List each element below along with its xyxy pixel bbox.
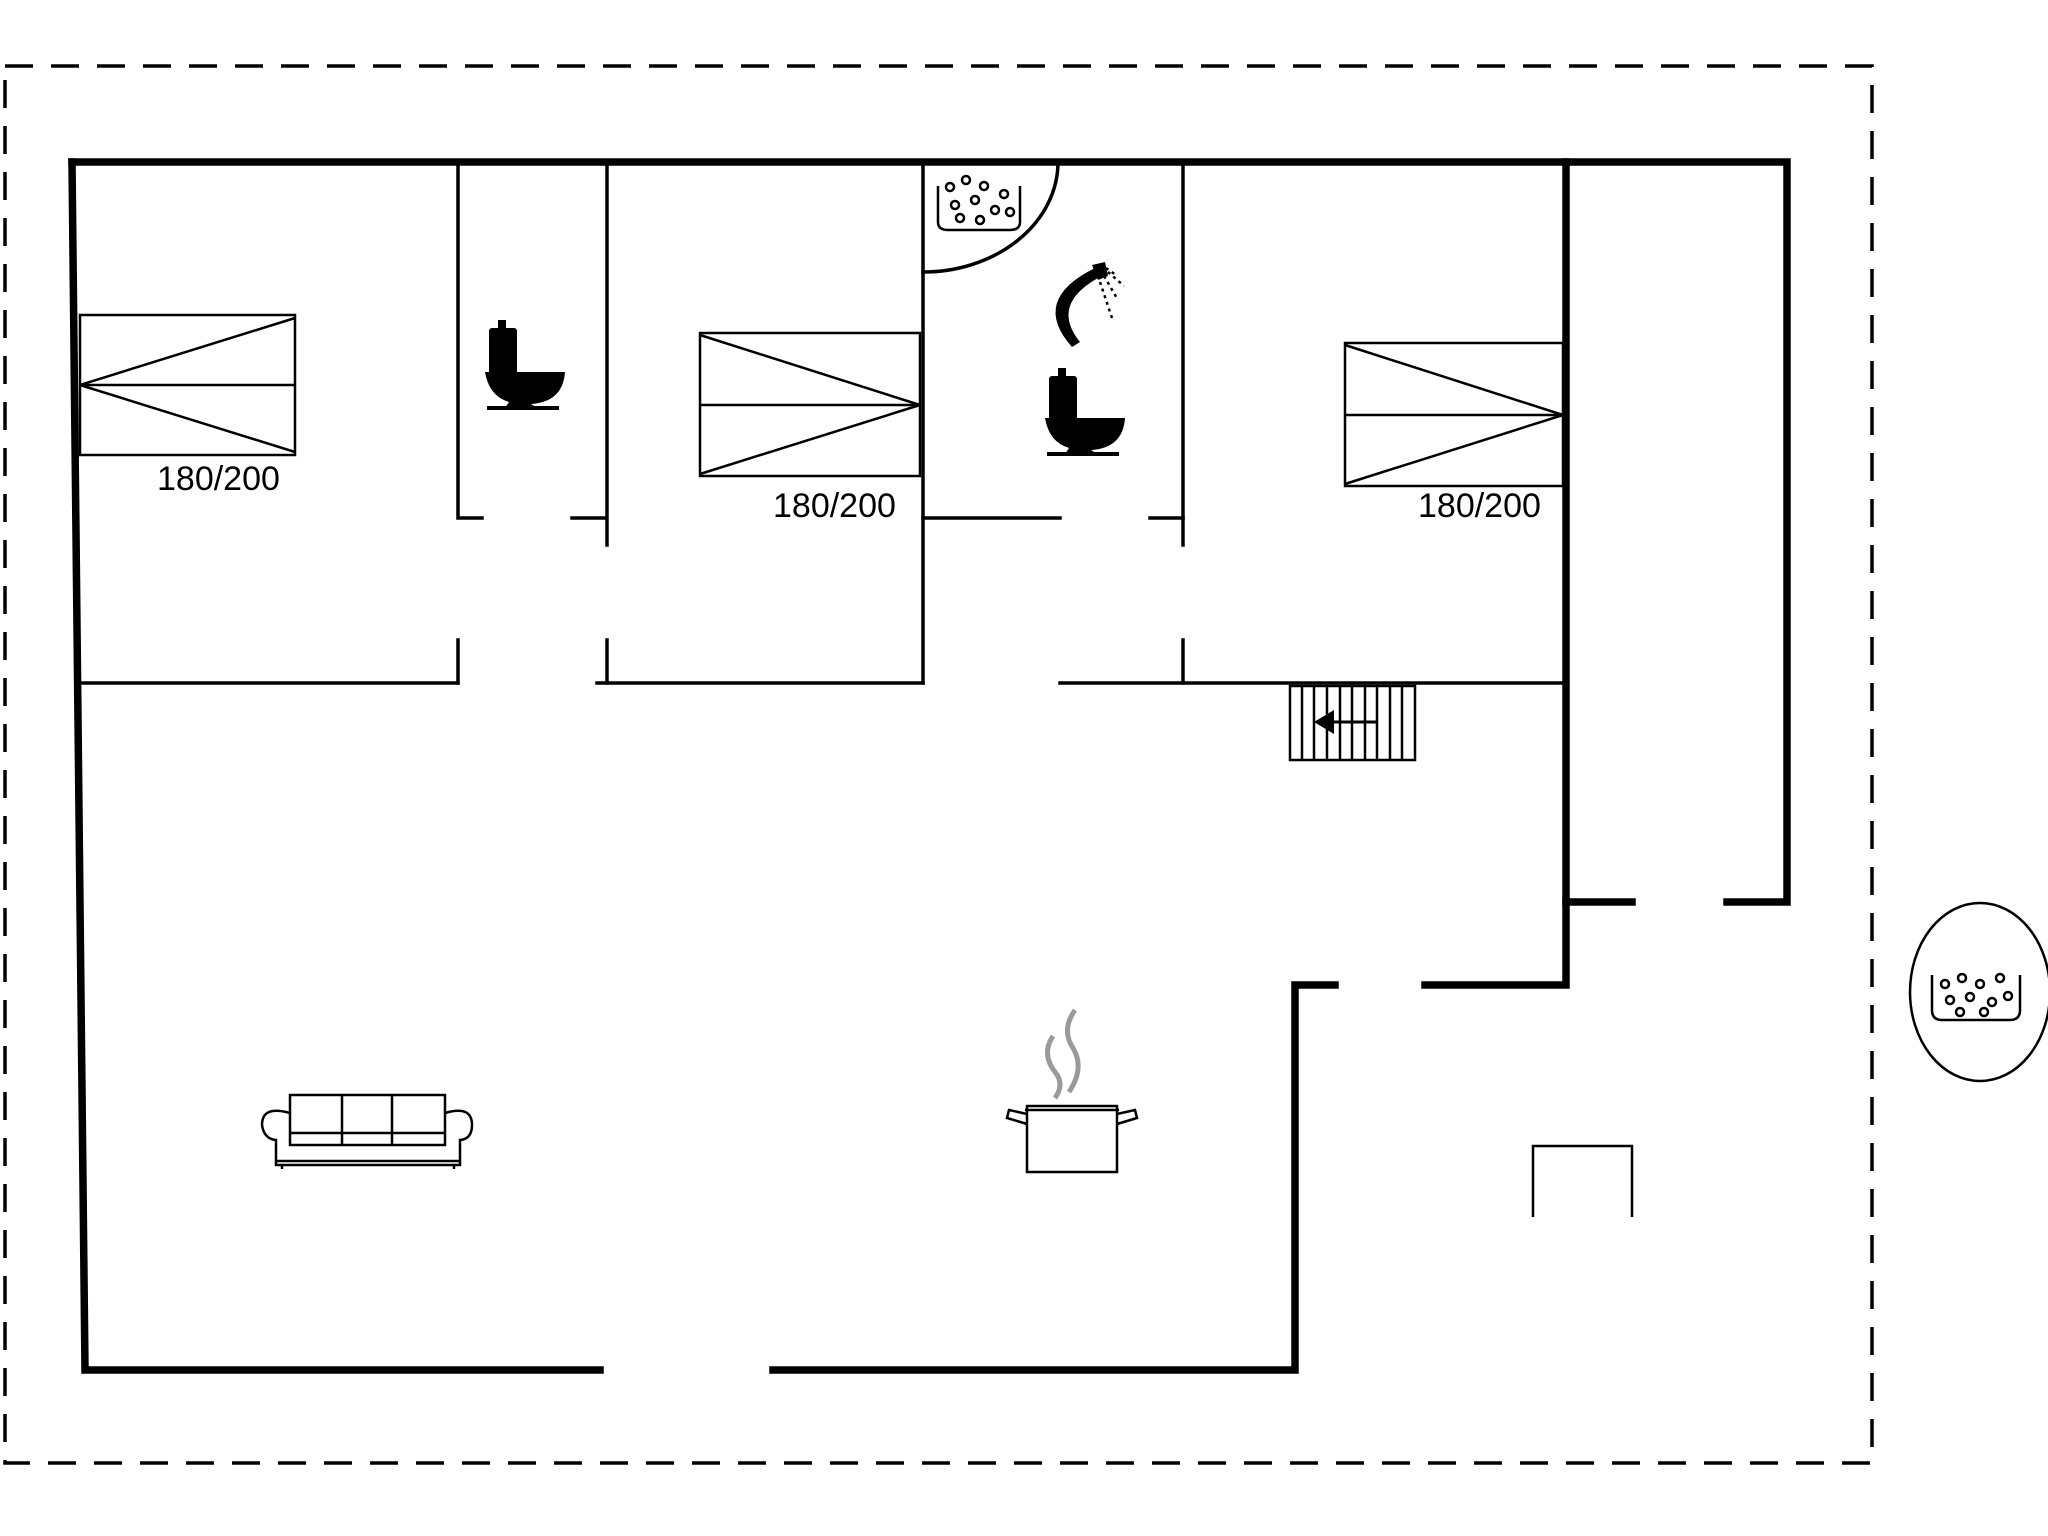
double-bed-icon	[78, 313, 297, 457]
outer-wall	[68, 158, 1791, 906]
bed-size-label: 180/200	[157, 460, 280, 498]
stairs-icon	[1288, 684, 1417, 762]
whirlpool-icon	[921, 160, 1060, 274]
toilet-icon	[485, 320, 565, 410]
plot-boundary	[3, 64, 1874, 1465]
sofa-icon	[260, 1093, 474, 1169]
interior-walls	[78, 160, 1568, 685]
outer-wall-left	[68, 158, 604, 1374]
toilet-icon	[1045, 368, 1125, 456]
outdoor-table-icon	[1531, 1144, 1634, 1217]
bed-size-label: 180/200	[773, 487, 896, 525]
hot-tub-icon	[1908, 901, 2048, 1083]
double-bed-icon	[698, 331, 922, 478]
double-bed-icon	[1343, 341, 1565, 488]
bed-size-label: 180/200	[1418, 487, 1541, 525]
outer-wall-annex	[1421, 158, 1570, 989]
shower-icon	[1055, 262, 1125, 347]
cooking-pot-icon	[1005, 1008, 1139, 1174]
outer-wall-bottom-right	[769, 981, 1339, 1374]
